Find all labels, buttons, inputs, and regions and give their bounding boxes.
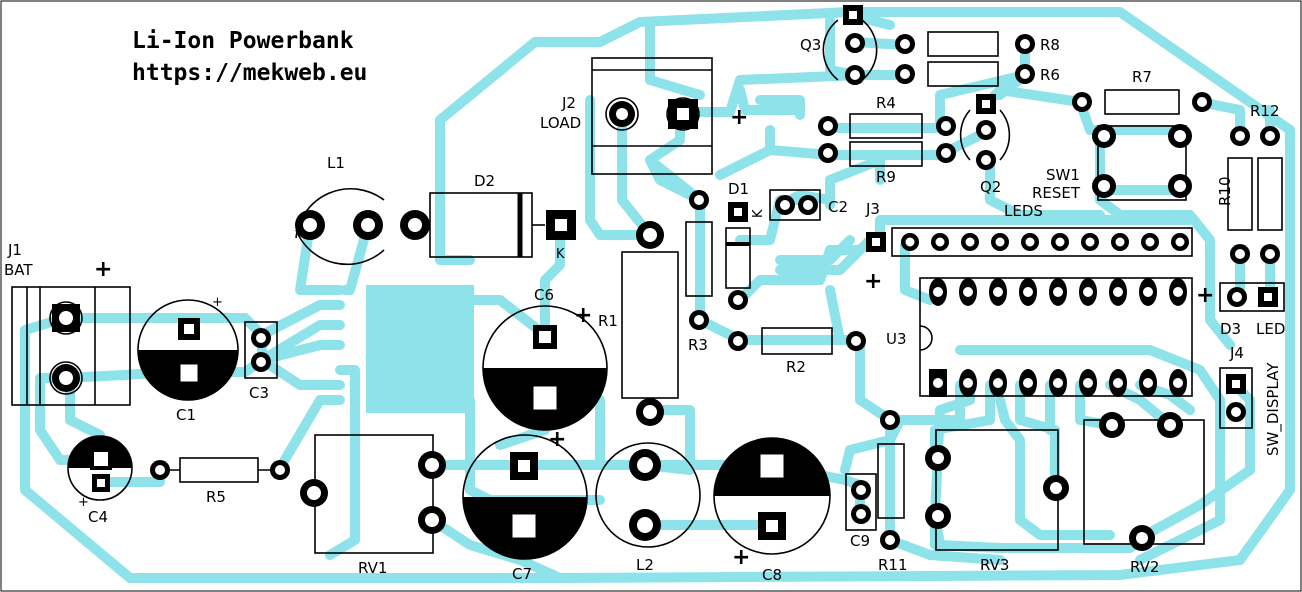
u3-pin-top-hole <box>963 287 973 297</box>
label-rv2: RV2 <box>1130 558 1159 576</box>
label-j2: J2 <box>561 94 576 112</box>
label-j4: J4 <box>1229 344 1244 362</box>
label-r12: R12 <box>1250 102 1280 120</box>
u3-pin-top-hole <box>1053 287 1063 297</box>
label-r1: R1 <box>598 312 618 330</box>
board-url: https://mekweb.eu <box>132 60 367 86</box>
label-rv1: RV1 <box>358 559 387 577</box>
u3-pin-bottom-hole <box>963 378 973 388</box>
label-c6: C6 <box>534 286 554 304</box>
label-sw-display: SW_DISPLAY <box>1264 362 1283 456</box>
label-r8: R8 <box>1040 36 1060 54</box>
label-c3: C3 <box>249 384 269 402</box>
u3-pin-bottom-hole <box>1143 378 1153 388</box>
label-r9: R9 <box>876 168 896 186</box>
label-q2: Q2 <box>980 178 1001 196</box>
plus-mark-c4: + <box>78 495 89 510</box>
leds-pin-hole <box>1025 237 1035 247</box>
label-d2: D2 <box>474 172 495 190</box>
u3-pin-bottom-hole <box>933 378 943 388</box>
plus-mark-c8: + <box>732 545 750 570</box>
label-r2: R2 <box>786 358 806 376</box>
u3-pin-bottom-hole <box>993 378 1003 388</box>
label-l1: L1 <box>327 154 345 172</box>
leds-pin-hole <box>1055 237 1065 247</box>
u3-pin-top-hole <box>1023 287 1033 297</box>
plus-mark-c6: + <box>574 303 592 328</box>
label-d3: D3 <box>1220 320 1241 338</box>
label-r4: R4 <box>876 94 896 112</box>
leds-header-pins <box>901 233 1189 251</box>
u3-pin-bottom-hole <box>1113 378 1123 388</box>
label-j3: J3 <box>865 200 880 218</box>
label-rv3: RV3 <box>980 556 1009 574</box>
label-sw1: SW1 <box>1046 166 1080 184</box>
u3-pin-bottom-hole <box>1053 378 1063 388</box>
u3-pin-top-hole <box>1113 287 1123 297</box>
label-r5: R5 <box>206 488 226 506</box>
board-title: Li-Ion Powerbank <box>132 28 354 54</box>
label-j1-bat: BAT <box>4 261 33 279</box>
label-r7: R7 <box>1132 68 1152 86</box>
leds-pin-hole <box>935 237 945 247</box>
u3-pins <box>929 278 1187 397</box>
label-d1: D1 <box>728 180 749 198</box>
label-sw1-reset: RESET <box>1032 184 1081 202</box>
cathode-mark-d2: K <box>556 247 565 262</box>
plus-mark-j3: + <box>864 269 882 294</box>
u3-pin-top-hole <box>933 287 943 297</box>
label-r6: R6 <box>1040 66 1060 84</box>
leds-pin-hole <box>1175 237 1185 247</box>
label-c1: C1 <box>176 406 196 424</box>
leds-pin-hole <box>1145 237 1155 247</box>
leds-pin-hole <box>1115 237 1125 247</box>
label-l2: L2 <box>636 556 654 574</box>
label-j1: J1 <box>7 241 22 259</box>
leds-pin-hole <box>995 237 1005 247</box>
u3-pin-top-hole <box>993 287 1003 297</box>
label-q3: Q3 <box>800 36 821 54</box>
label-r10: R10 <box>1216 176 1234 206</box>
label-c9: C9 <box>850 532 870 550</box>
u3-pin-bottom-hole <box>1023 378 1033 388</box>
u3-pin-bottom-hole <box>1173 378 1183 388</box>
label-c8: C8 <box>762 566 782 584</box>
leds-pin-hole <box>965 237 975 247</box>
label-led: LED <box>1256 320 1285 338</box>
label-c7: C7 <box>512 565 532 583</box>
pads <box>52 5 1280 551</box>
label-r11: R11 <box>878 556 908 574</box>
cathode-mark-d1: K <box>751 209 766 218</box>
u3-pin-top-hole <box>1173 287 1183 297</box>
label-u3: U3 <box>886 330 907 348</box>
plus-mark-c7: + <box>548 427 566 452</box>
u3-pin-top-hole <box>1083 287 1093 297</box>
plus-mark-d3: + <box>1196 283 1214 308</box>
plus-mark-j1: + <box>94 257 112 282</box>
label-c4: C4 <box>88 508 108 526</box>
leds-pin-hole <box>1085 237 1095 247</box>
plus-mark-c1: + <box>212 295 223 310</box>
u3-pin-top-hole <box>1143 287 1153 297</box>
leds-pin-hole <box>905 237 915 247</box>
label-leds: LEDS <box>1004 202 1043 220</box>
label-r3: R3 <box>688 336 708 354</box>
label-j2-load: LOAD <box>540 114 581 132</box>
u3-pin-bottom-hole <box>1083 378 1093 388</box>
label-c2: C2 <box>828 198 848 216</box>
plus-mark-j2: + <box>730 105 748 130</box>
